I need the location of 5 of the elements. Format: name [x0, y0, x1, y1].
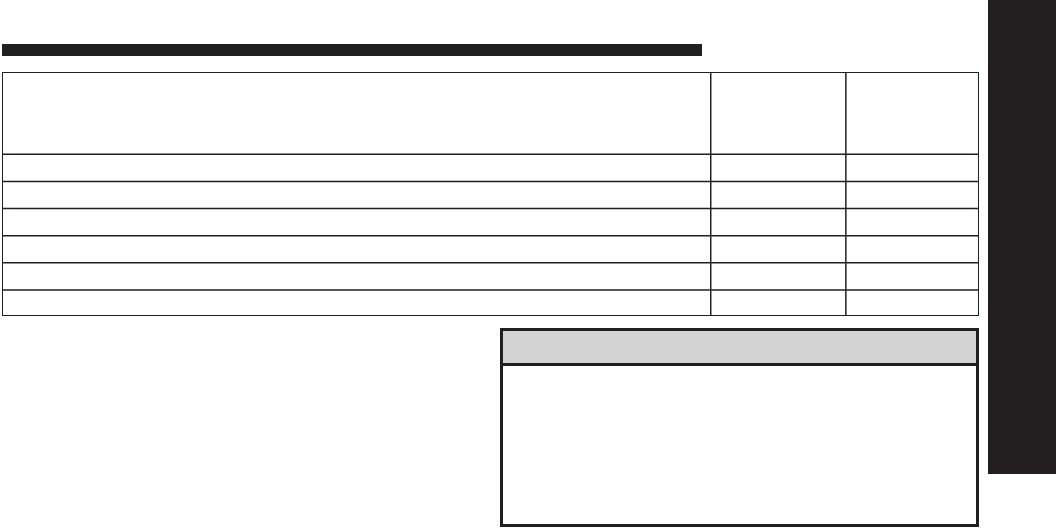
heading-bar [2, 44, 702, 56]
note-panel [500, 328, 979, 527]
side-tab [988, 0, 1056, 474]
note-header-band [503, 331, 976, 366]
table-grid [2, 72, 979, 316]
